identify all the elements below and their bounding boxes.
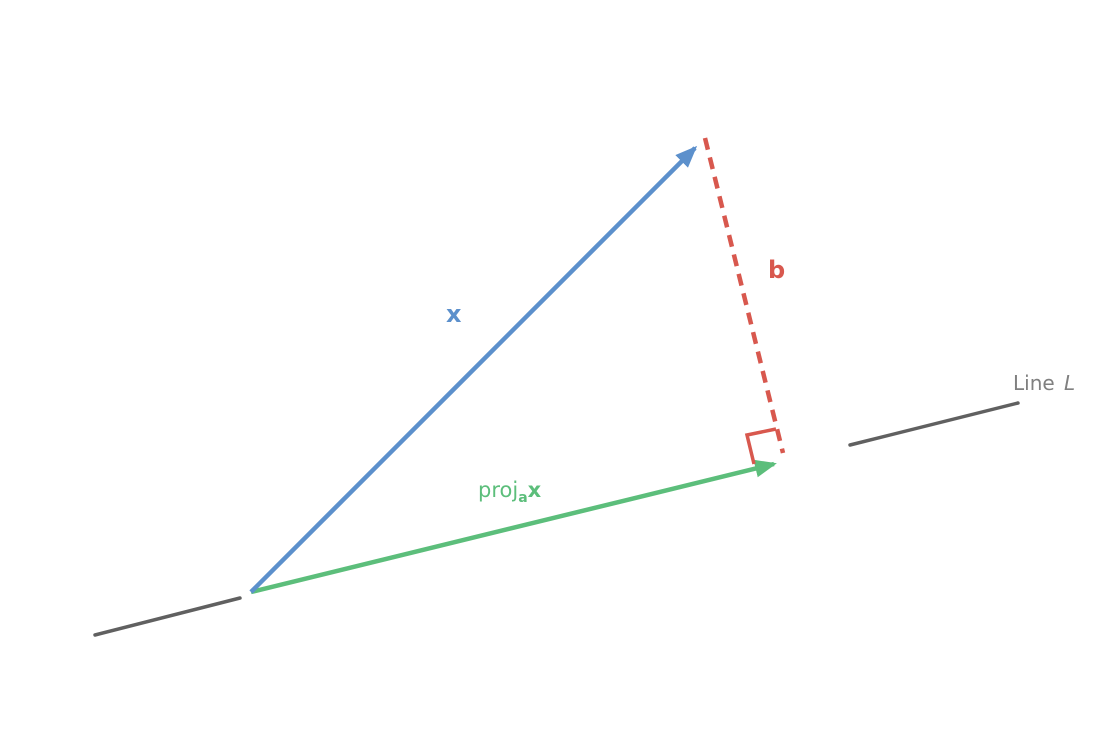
projection-label-proj: proj xyxy=(478,478,518,502)
perpendicular-dashed-line xyxy=(702,137,786,454)
projection-label-vector: x xyxy=(528,478,542,502)
line-l-left-segment xyxy=(93,596,242,637)
line-l-label-word: Line xyxy=(1013,371,1055,395)
right-angle-marker xyxy=(744,427,777,465)
vector-x-arrow xyxy=(249,145,698,594)
projection-label: projax xyxy=(478,478,542,506)
line-l-label-math: L xyxy=(1064,371,1075,395)
projection-vector-arrow xyxy=(250,459,777,595)
line-l-label: Line L xyxy=(1013,371,1075,395)
projection-label-subscript: a xyxy=(518,490,527,506)
line-l-right-segment xyxy=(848,401,1020,447)
perpendicular-label: b xyxy=(768,256,785,284)
vector-x-label: x xyxy=(446,300,462,328)
